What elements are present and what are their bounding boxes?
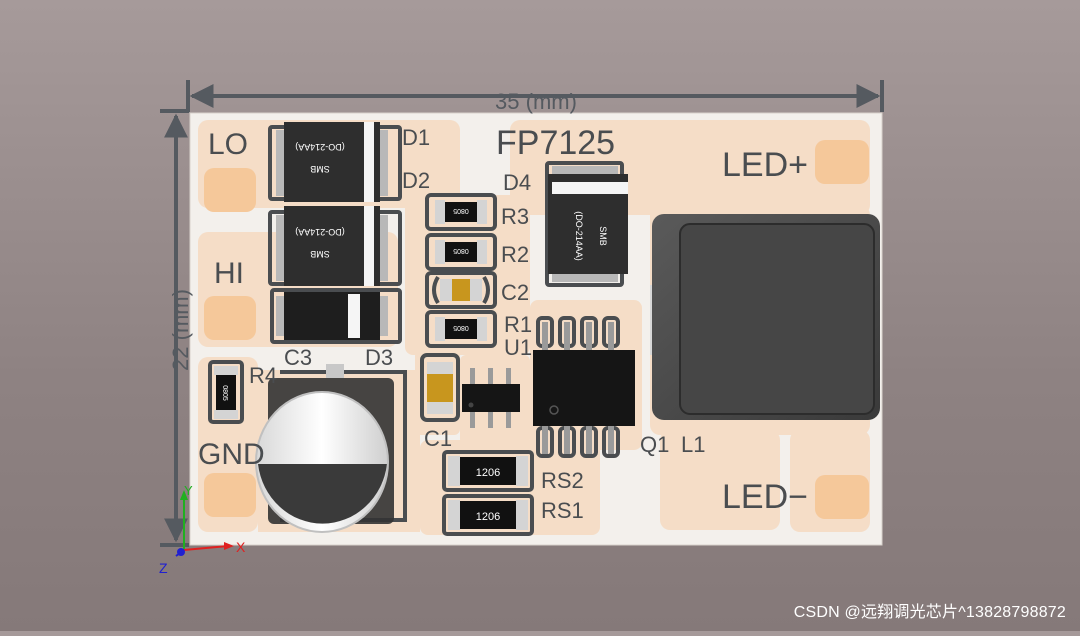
svg-text:R2: R2: [501, 242, 529, 267]
svg-text:D3: D3: [365, 345, 393, 370]
label-hi: HI: [214, 257, 244, 290]
height-dimension-label: 22 (mm): [168, 289, 193, 371]
axis-indicator: Y X Z: [159, 483, 246, 576]
svg-text:RS1: RS1: [541, 498, 584, 523]
watermark-text: CSDN @远翔调光芯片^13828798872: [793, 604, 1066, 621]
pad-led-minus: [815, 475, 869, 519]
svg-text:1206: 1206: [476, 467, 500, 479]
axis-y-label: Y: [184, 483, 193, 498]
pad-gnd: [204, 473, 256, 517]
svg-text:U1: U1: [504, 335, 532, 360]
svg-text:R1: R1: [504, 312, 532, 337]
svg-text:D2: D2: [402, 168, 430, 193]
silkscreen-labels: LO HI GND LED+ LED− FP7125 D1 D2 D3 D4 R…: [198, 124, 808, 523]
resistor-r1: 0805: [435, 317, 487, 341]
svg-text:0805: 0805: [453, 324, 469, 331]
pad-lo: [204, 168, 256, 212]
svg-text:RS2: RS2: [541, 468, 584, 493]
label-gnd: GND: [198, 438, 265, 471]
svg-text:R3: R3: [501, 204, 529, 229]
label-lo: LO: [208, 128, 248, 161]
capacitor-c2: [440, 279, 482, 301]
svg-text:SMB: SMB: [598, 226, 608, 246]
c2-silk-ring: [432, 275, 490, 305]
transistor-q1: [462, 368, 520, 428]
svg-text:D1: D1: [402, 125, 430, 150]
axis-x-label: X: [236, 539, 246, 555]
capacitor-c3-electrolytic: [255, 364, 394, 533]
svg-text:0805: 0805: [453, 207, 469, 214]
svg-text:C2: C2: [501, 280, 529, 305]
resistor-r4: 0805: [214, 366, 238, 419]
capacitor-c1: [427, 362, 453, 414]
svg-text:D4: D4: [503, 170, 531, 195]
chip-name-label: FP7125: [496, 124, 615, 162]
pad-hi: [204, 296, 256, 340]
resistor-rs1: 1206: [448, 500, 528, 530]
svg-text:(DO-214AA): (DO-214AA): [295, 142, 345, 152]
label-led-minus: LED−: [722, 478, 808, 516]
diode-d3: [276, 292, 388, 340]
svg-text:1206: 1206: [476, 511, 500, 523]
resistor-rs2: 1206: [448, 456, 528, 486]
svg-text:0805: 0805: [221, 385, 228, 401]
svg-text:R4: R4: [249, 363, 277, 388]
diode-d4: (DO-214AA) SMB: [548, 166, 628, 282]
axis-z-label: Z: [159, 560, 168, 576]
width-dimension-label: 35 (mm): [495, 89, 577, 114]
pad-led-plus: [815, 140, 869, 184]
svg-text:SMB: SMB: [310, 164, 330, 174]
resistor-r3: 0805: [435, 200, 487, 224]
svg-text:(DO-214AA): (DO-214AA): [574, 211, 584, 261]
svg-text:L1: L1: [681, 432, 705, 457]
resistor-r2: 0805: [435, 240, 487, 264]
svg-text:C1: C1: [424, 426, 452, 451]
ic-u1: [533, 316, 635, 458]
diode-d1: (DO-214AA) SMB: [276, 122, 388, 202]
svg-text:0805: 0805: [453, 247, 469, 254]
connector-pads: [204, 140, 869, 519]
svg-text:(DO-214AA): (DO-214AA): [295, 227, 345, 237]
svg-text:Q1: Q1: [640, 432, 669, 457]
diode-d2: (DO-214AA) SMB: [276, 206, 388, 286]
svg-text:C3: C3: [284, 345, 312, 370]
svg-text:SMB: SMB: [310, 249, 330, 259]
label-led-plus: LED+: [722, 146, 808, 184]
inductor-l1: [650, 214, 880, 420]
